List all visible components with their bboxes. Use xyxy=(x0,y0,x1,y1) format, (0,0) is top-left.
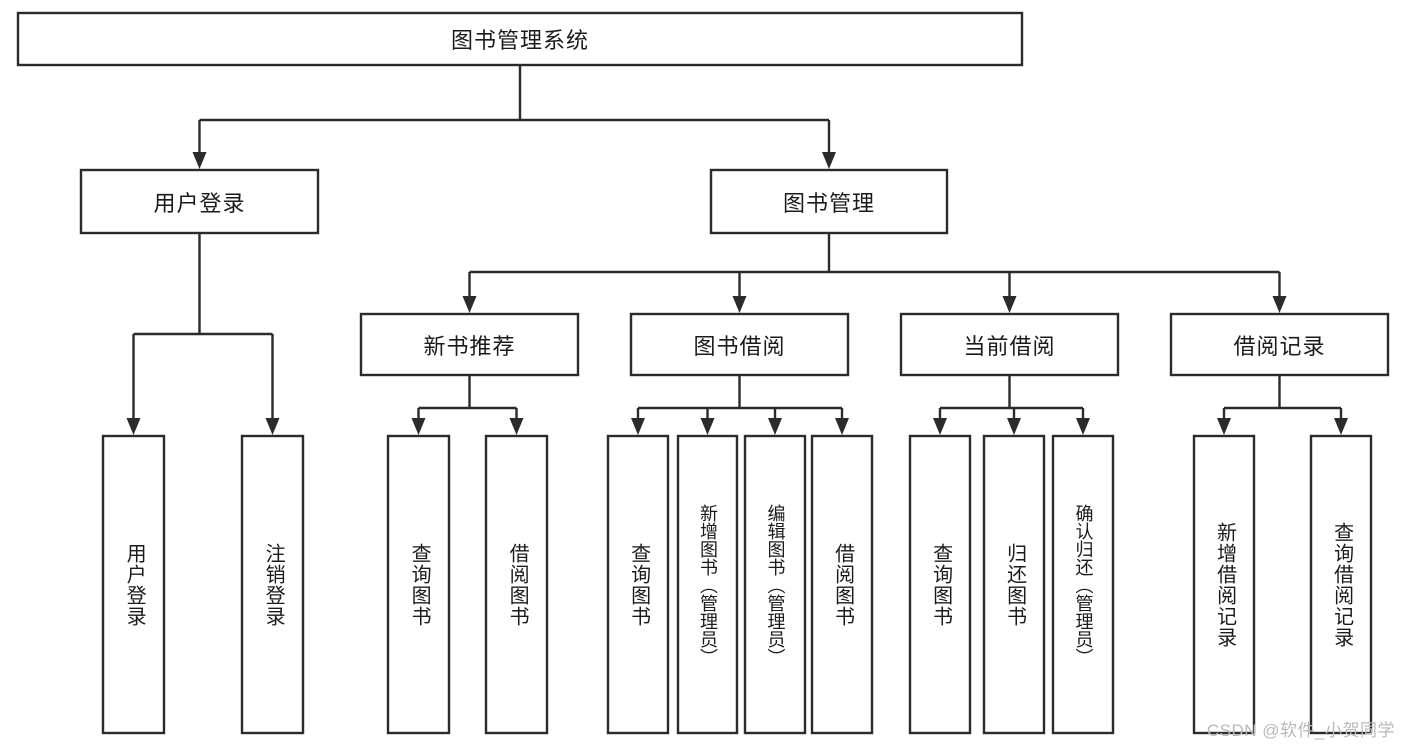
connector-layer xyxy=(126,65,1348,435)
node-box-leaf-query-book-2 xyxy=(606,434,670,735)
node-box-leaf-logout xyxy=(240,434,305,735)
node-box-borrow-record xyxy=(1169,312,1390,377)
node-box-leaf-return-book xyxy=(982,434,1046,735)
node-box-new-book-rec xyxy=(359,312,580,377)
node-box-leaf-add-record xyxy=(1192,434,1256,735)
node-box-leaf-user-login xyxy=(101,434,166,735)
node-box-leaf-edit-book xyxy=(743,434,807,735)
node-box-leaf-borrow-book-2 xyxy=(810,434,874,735)
node-box-leaf-query-book-3 xyxy=(908,434,972,735)
node-box-current-borrow xyxy=(899,312,1120,377)
node-box-book-borrow xyxy=(629,312,850,377)
node-box-leaf-query-record xyxy=(1309,434,1373,735)
node-box-leaf-add-book xyxy=(676,434,739,735)
node-box-book-manage xyxy=(709,168,949,235)
node-box-leaf-confirm-return xyxy=(1051,434,1115,735)
node-box-leaf-query-book-1 xyxy=(386,434,451,735)
node-box-layer xyxy=(16,11,1390,735)
node-box-root xyxy=(16,11,1024,67)
node-box-leaf-borrow-book-1 xyxy=(484,434,549,735)
node-box-user-login xyxy=(79,168,320,235)
